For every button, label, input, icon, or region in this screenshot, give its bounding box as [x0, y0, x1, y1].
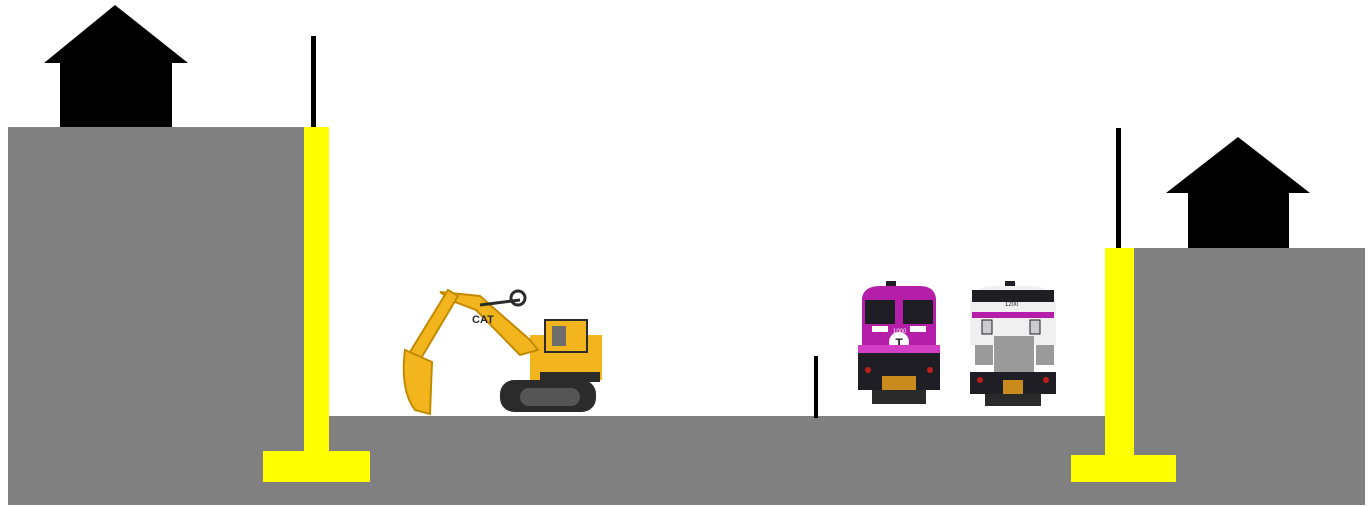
- house-icon: [1166, 137, 1310, 248]
- pole-middle: [814, 356, 818, 418]
- locomotive-number: 1200: [1005, 302, 1019, 308]
- excavator-icon: CAT: [404, 290, 602, 414]
- pole-right: [1116, 128, 1121, 249]
- locomotive-icon: 1000 T: [858, 281, 940, 404]
- pole-left: [311, 36, 316, 128]
- excavator-label: CAT: [472, 314, 494, 326]
- house-icon: [44, 5, 188, 127]
- locomotive-icon: 1200: [970, 281, 1056, 406]
